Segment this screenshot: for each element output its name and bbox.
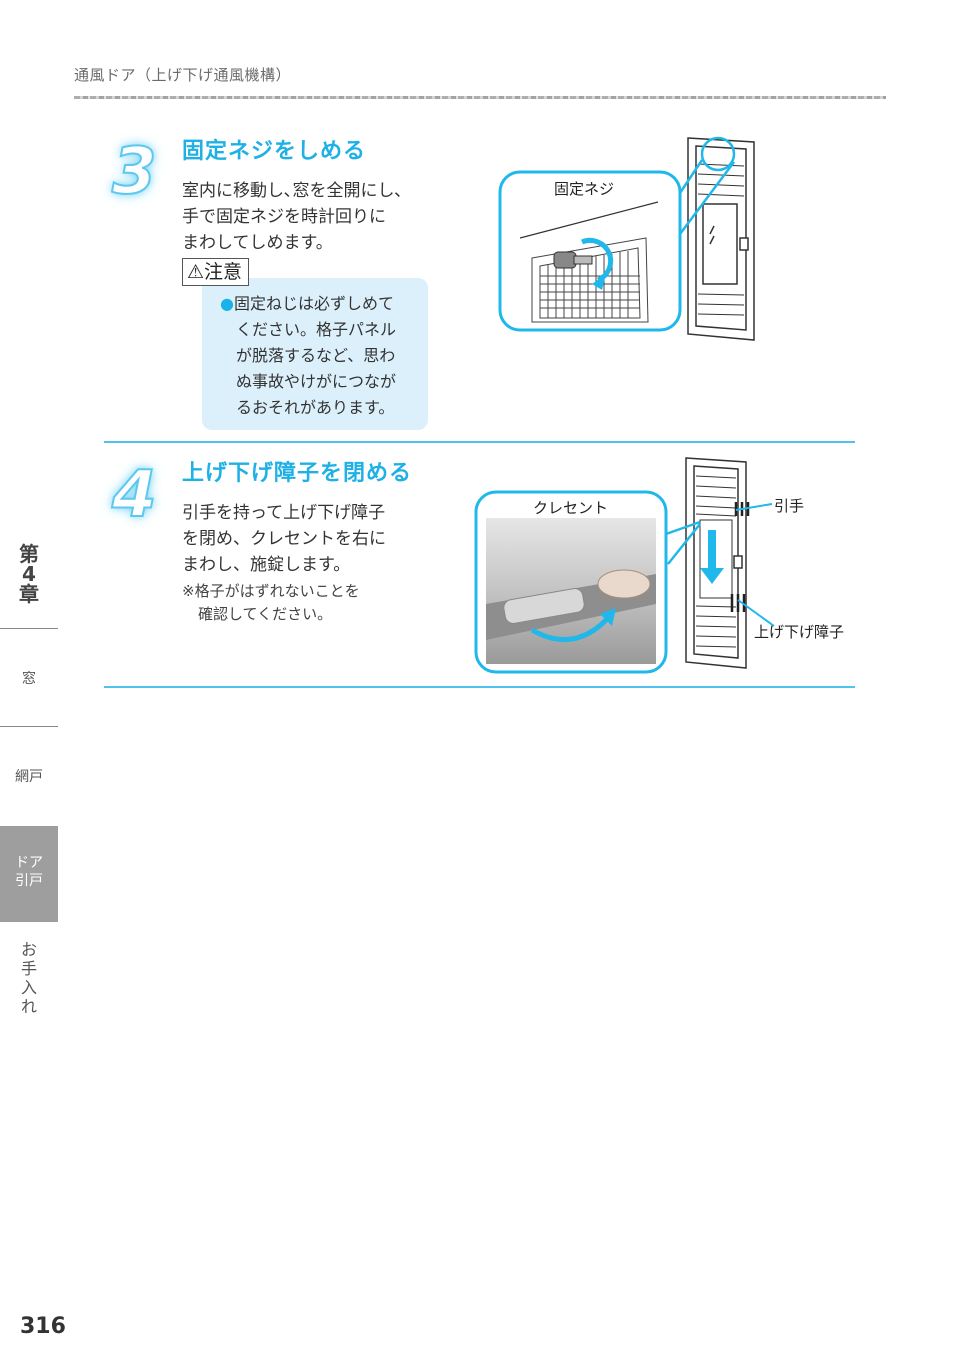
label-sash: 上げ下げ障子 <box>754 623 845 641</box>
caution-line: ぬ事故やけがにつなが <box>236 372 397 391</box>
screw-icon <box>553 251 593 269</box>
step-3-line: まわしてしめます。 <box>182 233 333 253</box>
caution-box <box>202 278 428 430</box>
tab-door-line: ドア <box>15 855 43 871</box>
step-3-line: 手で固定ネジを時計回りに <box>182 207 386 227</box>
zoom-circle <box>700 136 736 172</box>
step-4-number: 4 <box>111 458 158 532</box>
photo-label-crescent: クレセント <box>533 499 609 517</box>
step-3-body: 室内に移動し､窓を全開にし､ 手で固定ネジを時計回りに まわしてしめます。 <box>182 178 403 256</box>
section-divider <box>104 686 855 688</box>
step-4-illustration <box>474 457 775 674</box>
sidebar-tab-door-active[interactable]: ドア 引戸 <box>0 826 58 922</box>
caution-line: ください。格子パネル <box>236 320 397 339</box>
warning-triangle-icon: ⚠ <box>187 261 205 283</box>
note-line: ※格子がはずれないことを <box>182 582 360 600</box>
door-illustration <box>687 137 755 341</box>
chapter-label: 第 4 章 <box>0 544 58 604</box>
screen-mesh <box>531 237 649 323</box>
label-handle: 引手 <box>774 497 805 515</box>
tab-care-char: 手 <box>20 959 37 978</box>
step-4-body: 引手を持って上げ下げ障子 を閉め、クレセントを右に まわし、施錠します。 <box>182 500 386 578</box>
sidebar-tab-screen[interactable]: 網戸 <box>15 769 43 785</box>
tab-door-line: 引戸 <box>15 873 43 889</box>
sidebar-tab-window[interactable]: 窓 <box>22 671 36 687</box>
rotate-right-arrow-icon <box>530 616 610 643</box>
header-divider <box>74 96 886 99</box>
caution-label: ⚠注意 <box>182 258 250 286</box>
leader-line-handle <box>735 503 773 511</box>
sidebar-divider <box>0 726 58 727</box>
sidebar-divider <box>0 628 58 629</box>
caution-line: 固定ねじは必ずしめて <box>233 294 394 313</box>
chapter-char: 章 <box>19 582 39 606</box>
caution-text: ●固定ねじは必ずしめて ください。格子パネル が脱落するなど、思わ ぬ事故やけが… <box>220 291 420 421</box>
caution-line: るおそれがあります。 <box>236 398 395 417</box>
bullet-icon: ● <box>220 294 234 313</box>
tab-care-char: お <box>20 940 37 959</box>
down-arrow-icon <box>700 530 724 584</box>
step-4-note: ※格子がはずれないことを 確認してください。 <box>182 580 360 626</box>
leader-line-sash <box>737 599 775 627</box>
note-line: 確認してください。 <box>198 605 333 623</box>
figure-label-screw: 固定ネジ <box>554 180 615 198</box>
step-4-line: 引手を持って上げ下げ障子 <box>182 503 386 523</box>
chapter-char: 第 <box>19 542 39 566</box>
chapter-char: 4 <box>22 562 36 586</box>
step-4-line: を閉め、クレセントを右に <box>182 529 386 549</box>
step-4-line: まわし、施錠します。 <box>182 555 351 575</box>
caution-line: が脱落するなど、思わ <box>236 346 396 365</box>
callout-box <box>498 170 682 332</box>
section-divider <box>104 441 855 443</box>
tab-care-char: れ <box>20 997 37 1016</box>
sidebar-tab-care[interactable]: お 手 入 れ <box>0 940 58 1016</box>
step-3-title: 固定ネジをしめる <box>182 139 367 164</box>
step-3-number: 3 <box>111 135 158 209</box>
tab-care-char: 入 <box>20 978 37 997</box>
step-3-line: 室内に移動し､窓を全開にし､ <box>182 181 403 201</box>
step-4-title: 上げ下げ障子を閉める <box>182 461 413 486</box>
page-number: 316 <box>20 1314 66 1339</box>
step-3-illustration <box>498 136 755 341</box>
running-header: 通風ドア（上げ下げ通風機構） <box>74 66 292 84</box>
caution-label-text: 注意 <box>204 261 243 283</box>
